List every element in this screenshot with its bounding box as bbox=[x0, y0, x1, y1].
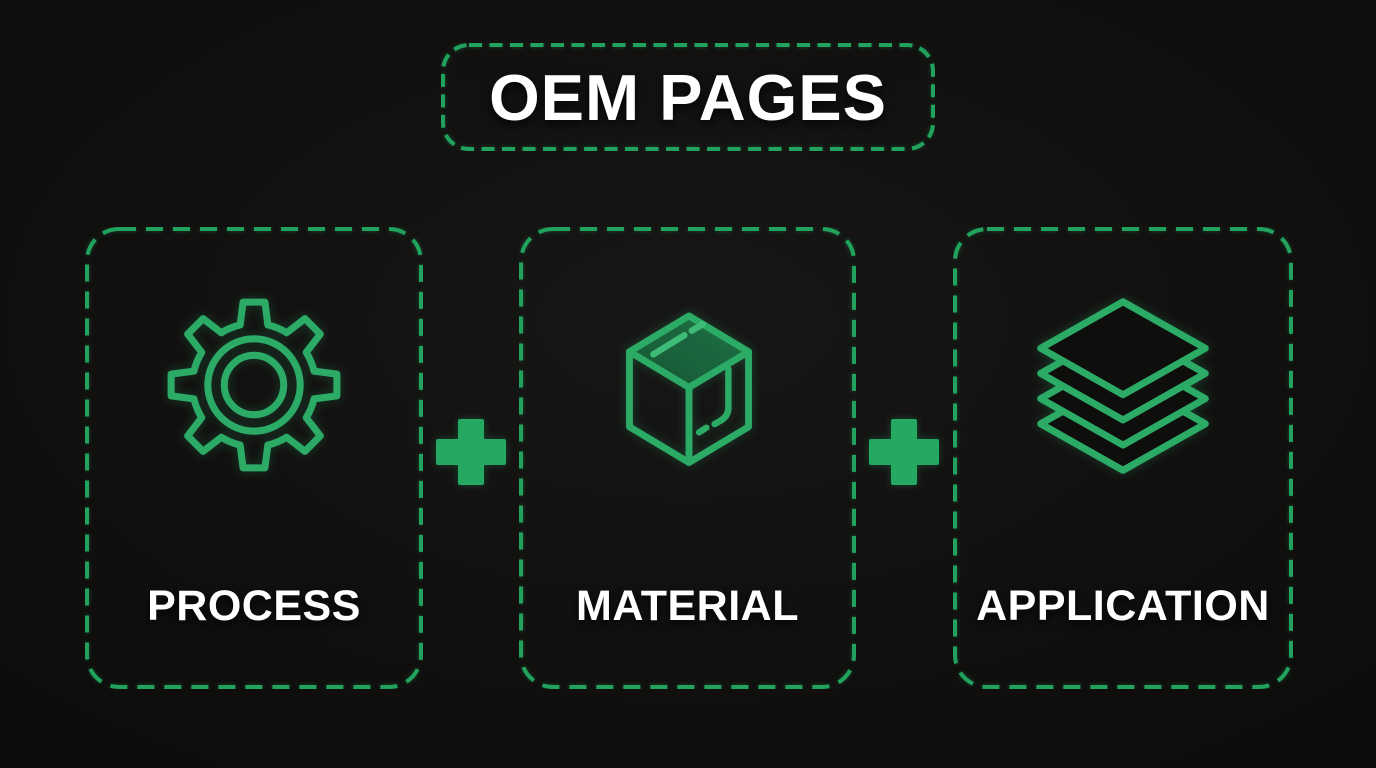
card-application: APPLICATION bbox=[953, 227, 1293, 689]
plus-icon bbox=[436, 419, 506, 485]
layers-icon bbox=[1037, 298, 1209, 474]
title-badge: OEM PAGES bbox=[441, 43, 935, 151]
card-dashed-border bbox=[953, 227, 1293, 689]
card-dashed-border bbox=[519, 227, 856, 689]
gear-icon bbox=[167, 298, 341, 472]
card-dashed-border bbox=[85, 227, 423, 689]
plus-icon bbox=[869, 419, 939, 485]
page-title: OEM PAGES bbox=[489, 60, 887, 134]
card-process: PROCESS bbox=[85, 227, 423, 689]
cube-icon bbox=[626, 312, 752, 466]
card-material: MATERIAL bbox=[519, 227, 856, 689]
card-label-material: MATERIAL bbox=[576, 582, 799, 630]
card-label-process: PROCESS bbox=[147, 582, 361, 630]
card-label-application: APPLICATION bbox=[976, 582, 1270, 630]
title-dashed-border bbox=[441, 43, 935, 151]
